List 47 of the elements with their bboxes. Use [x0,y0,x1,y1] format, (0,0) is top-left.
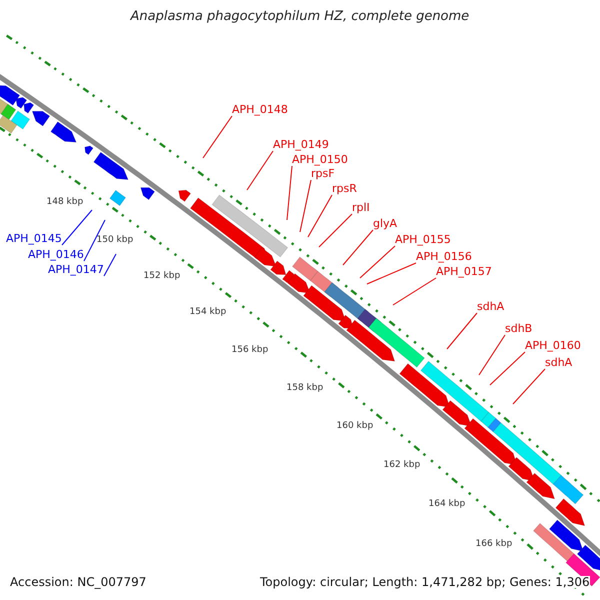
leader-line [342,230,374,266]
gene-label: APH_0146 [28,249,84,261]
leader-line [366,262,416,284]
gene-label: sdhB [505,323,532,335]
gene-label: rplI [352,202,370,214]
leader-line [286,166,292,220]
scale-label: 166 kbp [476,538,512,550]
scale-label: 162 kbp [384,459,420,471]
leader-line [490,352,526,386]
gene-label: APH_0160 [525,340,581,352]
leader-line [104,254,116,276]
accession-text: Accession: NC_007797 [10,576,146,588]
scale-label: 154 kbp [190,306,226,318]
gene-label: glyA [373,218,398,230]
gene-label: APH_0145 [6,233,62,245]
leader-line [300,180,312,232]
gene-label: sdhA [545,357,572,369]
scale-label: 158 kbp [286,382,324,394]
genome-info-text: Topology: circular; Length: 1,471,282 bp; Genes: 1,306 [260,576,590,588]
scale-label: 164 kbp [428,498,466,510]
title: Anaplasma phagocytophilum HZ, complete genome [130,11,470,23]
leader-line [392,278,436,306]
scale-label: 150 kbp [96,234,134,246]
leader-line [478,334,506,376]
scale-label: 152 kbp [144,270,180,282]
leader-line [308,194,332,238]
leader-line [512,368,546,404]
leader-line [318,214,352,248]
gene-label: APH_0149 [273,139,329,151]
leader-line [202,116,232,158]
gene-label: APH_0150 [292,154,348,166]
leader-line [360,246,396,278]
leader-line [446,312,478,350]
gene-label: APH_0156 [416,251,472,263]
leader-line [84,220,106,262]
gene-label: APH_0157 [436,266,492,278]
gene-label: sdhA [477,301,504,313]
leader-line [62,210,92,246]
gene-label: APH_0148 [232,104,288,116]
scale-label: 148 kbp [46,196,84,208]
gene-label: APH_0155 [395,234,451,246]
gene-label: APH_0147 [48,264,104,276]
scale-label: 156 kbp [232,344,268,356]
gene-label: rpsR [332,183,357,195]
scale-label: 160 kbp [336,420,374,432]
gene-label: rpsF [311,168,335,180]
leader-line [246,150,274,190]
